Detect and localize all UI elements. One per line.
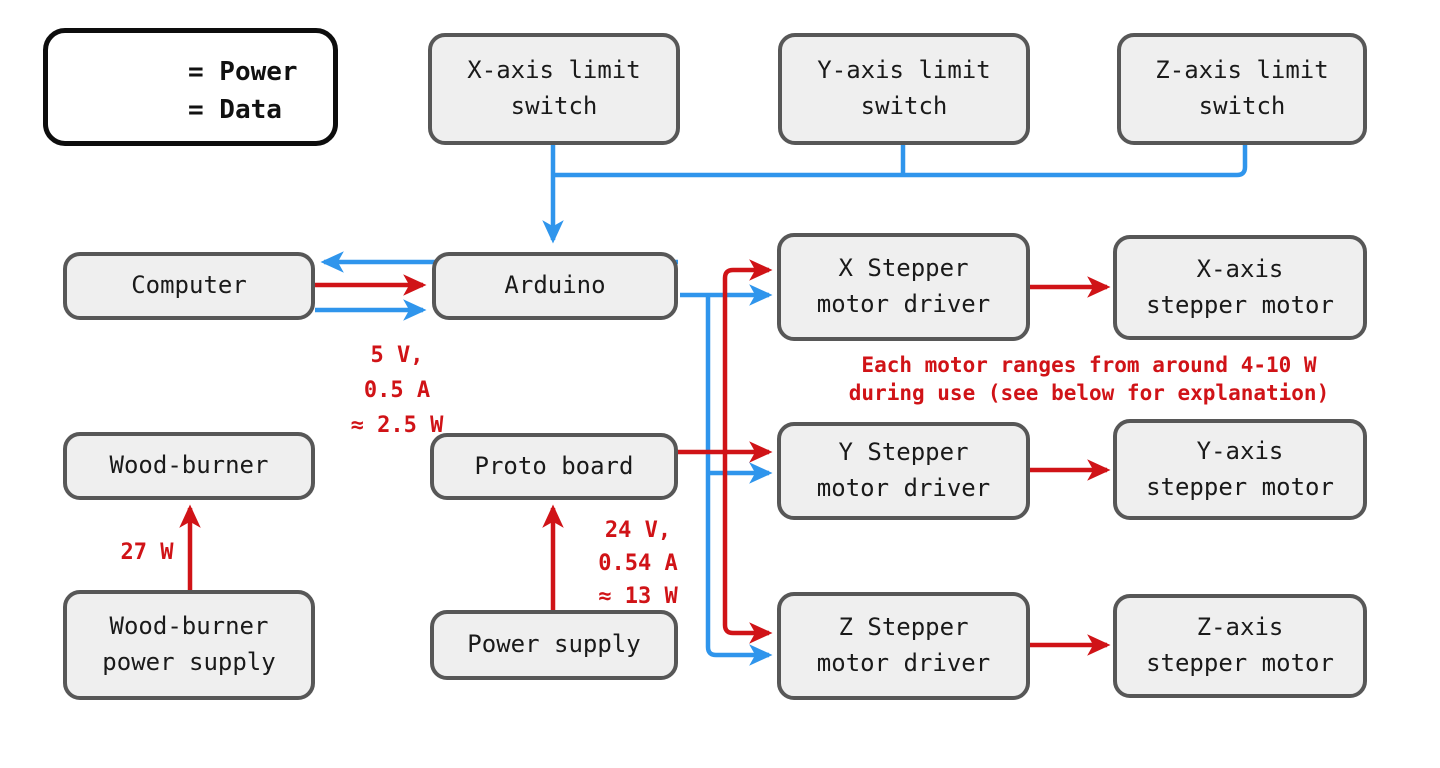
node-y-stepper-motor-driver: Y Stepper motor driver	[777, 422, 1030, 520]
node-z-axis-stepper-motor: Z-axis stepper motor	[1113, 594, 1367, 698]
node-proto-board: Proto board	[430, 433, 678, 500]
node-computer: Computer	[63, 252, 315, 320]
node-z-axis-limit-switch: Z-axis limit switch	[1117, 33, 1367, 145]
power-trunk-to-z-driver	[722, 452, 773, 644]
label-main-power-rating: 24 V, 0.54 A ≈ 13 W	[598, 518, 678, 609]
data-trunk-arduino-to-z-driver	[705, 295, 773, 666]
node-x-axis-limit-switch: X-axis limit switch	[428, 33, 680, 145]
label-motor-power-note: Each motor ranges from around 4-10 W dur…	[848, 353, 1330, 405]
label-usb-power-rating: 5 V, 0.5 A ≈ 2.5 W	[350, 343, 444, 438]
node-wood-burner-power-supply: Wood-burner power supply	[63, 590, 315, 700]
node-x-axis-stepper-motor: X-axis stepper motor	[1113, 235, 1367, 340]
legend-box	[43, 28, 338, 146]
power-trunk-to-x-driver	[722, 259, 773, 452]
legend-power-label: = Power	[188, 57, 298, 87]
node-arduino: Arduino	[432, 252, 678, 320]
node-x-stepper-motor-driver: X Stepper motor driver	[777, 233, 1030, 341]
node-power-supply: Power supply	[430, 610, 678, 680]
node-z-stepper-motor-driver: Z Stepper motor driver	[777, 592, 1030, 700]
label-burner-power-rating: 27 W	[120, 540, 174, 565]
data-line-limit-switch-bus	[553, 143, 1248, 178]
node-y-axis-limit-switch: Y-axis limit switch	[778, 33, 1030, 145]
legend-data-label: = Data	[188, 95, 282, 125]
node-y-axis-stepper-motor: Y-axis stepper motor	[1113, 419, 1367, 520]
node-wood-burner: Wood-burner	[63, 432, 315, 500]
